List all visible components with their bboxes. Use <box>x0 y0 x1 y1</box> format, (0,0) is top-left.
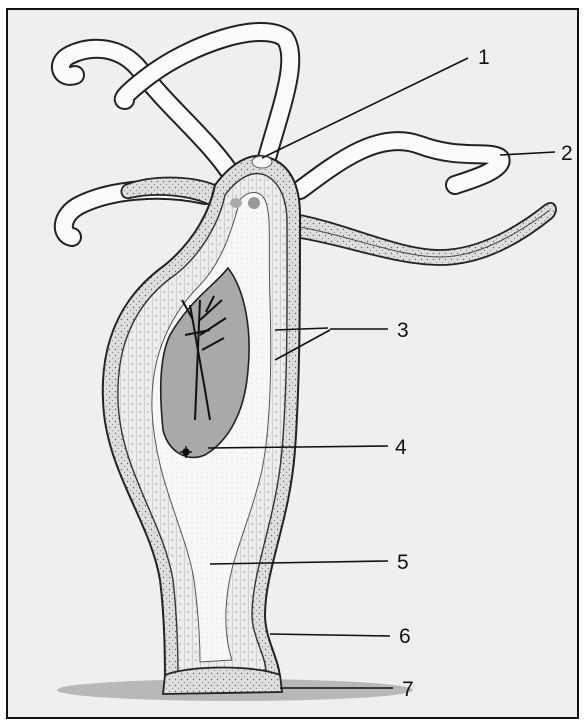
callout-label-6: 6 <box>399 625 411 648</box>
callout-label-4: 4 <box>395 436 407 459</box>
callout-label-3: 3 <box>397 319 409 342</box>
basal-disc <box>163 668 282 695</box>
sectioned-tentacle-left <box>121 178 215 206</box>
callout-label-5: 5 <box>397 551 409 574</box>
callout-label-2: 2 <box>561 142 573 165</box>
hypostome-spot <box>248 197 260 209</box>
sectioned-tentacle <box>300 203 556 265</box>
callout-label-7: 7 <box>402 678 414 701</box>
callout-label-1: 1 <box>478 46 490 69</box>
hypostome-spot <box>230 198 242 208</box>
